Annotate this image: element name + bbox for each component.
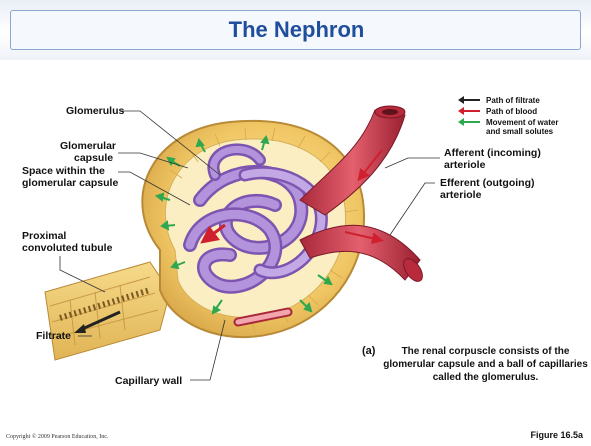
label-filtrate: Filtrate: [36, 330, 71, 342]
legend-movement-1: Movement of water: [486, 118, 558, 127]
label-space-1: Space within the: [22, 165, 105, 177]
label-glomerular-capsule-2: capsule: [74, 152, 113, 164]
label-glomerulus: Glomerulus: [66, 105, 124, 117]
label-afferent-1: Afferent (incoming): [444, 147, 541, 159]
label-efferent-1: Efferent (outgoing): [440, 177, 534, 189]
legend-movement-2: and small solutes: [486, 127, 553, 136]
label-efferent-2: arteriole: [440, 189, 481, 201]
label-proximal-2: convoluted tubule: [22, 242, 112, 254]
legend-blood: Path of blood: [486, 107, 537, 116]
copyright: Copyright © 2009 Pearson Education, Inc.: [6, 434, 108, 440]
label-afferent-2: arteriole: [444, 159, 485, 171]
proximal-tubule: [45, 262, 170, 360]
figure-number: Figure 16.5a: [530, 430, 583, 440]
caption-text: The renal corpuscle consists of the glom…: [383, 345, 588, 384]
label-capillary-wall: Capillary wall: [115, 375, 182, 387]
label-space-2: glomerular capsule: [22, 177, 118, 189]
legend-filtrate: Path of filtrate: [486, 96, 540, 105]
caption-letter: (a): [362, 345, 375, 357]
label-proximal-1: Proximal: [22, 230, 66, 242]
label-glomerular-capsule-1: Glomerular: [60, 140, 116, 152]
legend-arrows: [458, 96, 480, 126]
